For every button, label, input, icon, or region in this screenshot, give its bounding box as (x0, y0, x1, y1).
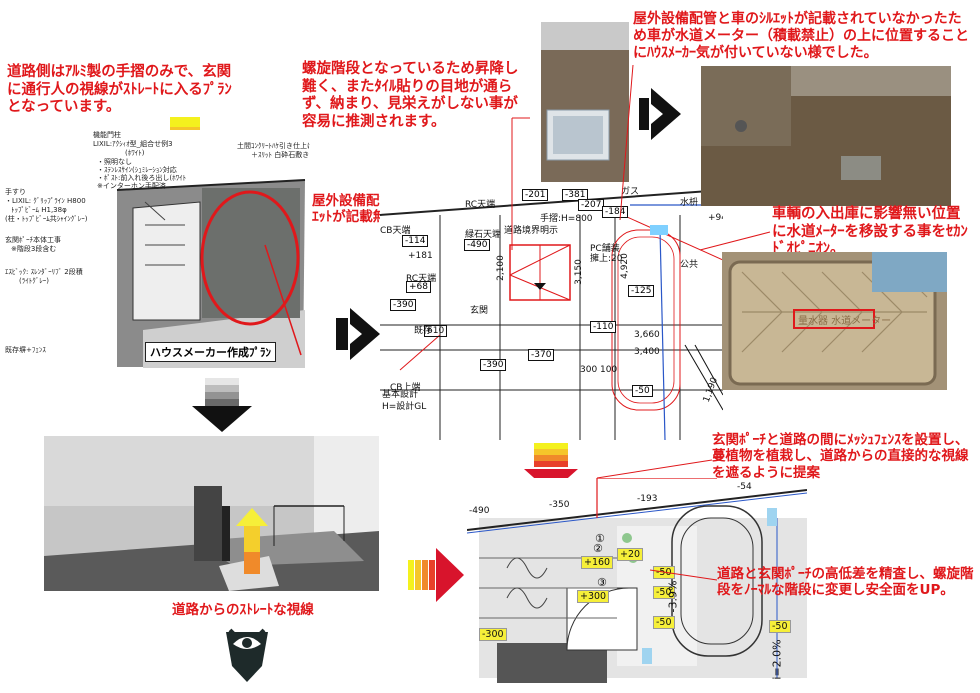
bp-slope-39: -3.9% (666, 580, 680, 613)
plan-label-13: 玄関ﾎﾟｰﾁ本体工事 (5, 236, 61, 244)
mid-tag-370: -370 (528, 349, 555, 361)
perspective-render (44, 436, 379, 591)
mid-dim-3150: 3,150 (573, 259, 584, 285)
bp-dim-160: +160 (581, 556, 614, 569)
bp-dim-50b: -50 (653, 616, 675, 629)
mid-tag-184: -184 (602, 206, 629, 218)
bp-dim-n300: -300 (479, 628, 507, 641)
mid-tag-201: -201 (522, 189, 549, 201)
mid-dim-300: 300 (580, 365, 598, 375)
note-top-right: 屋外設備配管と車のｼﾙｴｯﾄが記載されていなかったため車が水道メーター（積載禁止… (633, 11, 969, 62)
plan-label-11: ﾄｯﾌﾟﾋﾞｰﾑ H1,38φ (11, 206, 67, 214)
bp-dim-20: +20 (617, 548, 644, 561)
note-steps: 道路と玄関ﾎﾟｰﾁの高低差を精査し、螺旋階段をﾉｰﾏﾙな階段に変更し安全面をUP… (717, 566, 974, 599)
mid-label-entrance: 玄関 (470, 306, 489, 316)
bp-dim-193: -193 (637, 494, 658, 504)
mid-label-design: 基本設計 (382, 390, 419, 400)
bp-circle-2: ② (593, 542, 603, 555)
mid-dim-3660: 3,660 (634, 330, 660, 340)
mid-label-road: 道路境界明示 (504, 226, 559, 236)
plan-label-12: (柱・ﾄｯﾌﾟﾋﾞｰﾑ共ｼｬｲﾝｸﾞﾚｰ) (5, 215, 88, 223)
perspective-render-drawing (44, 436, 379, 591)
plan-label-14: ※階段3段含む (11, 245, 57, 253)
mid-label-pc: PC舗装 (590, 244, 620, 254)
mid-label-rail: 手摺:H=800 (540, 214, 593, 224)
gradient-arrow-right (408, 548, 468, 602)
mid-dim-3400: 3,400 (634, 347, 660, 357)
plan-label-15: ｴｽﾋﾞｯｸ: ｽﾚﾝﾀﾞｰﾘﾌﾞ 2段積 (5, 268, 83, 276)
mid-tag-207: -207 (578, 199, 605, 211)
mid-tag-110: -110 (590, 321, 617, 333)
mid-dim-4920: 4,920 (619, 253, 630, 279)
mid-tag-125: -125 (628, 285, 655, 297)
bp-dim-p300: +300 (577, 590, 610, 603)
plan-label-6: ※インターホン手配済 (97, 182, 166, 190)
mid-label-rc2: RC天端 (406, 274, 437, 284)
mid-label-existing: 既存 (414, 326, 433, 336)
plan-caption: ハウスメーカー作成ﾌﾟﾗﾝ (145, 342, 276, 362)
plan-label-17: 既存塀+ﾌｪﾝｽ (5, 346, 46, 354)
mid-label-rc: RC天端 (465, 200, 496, 210)
bp-circle-3: ③ (597, 576, 607, 589)
chevron-right-icon (336, 308, 382, 360)
mid-tag-68: +68 (406, 281, 431, 293)
bp-circle-1: ① (595, 532, 605, 545)
meter-label: 量水器 水道メーター (798, 316, 892, 327)
detail-plan: ガス 水枡 RC天端 緑石天端 手摺:H=800 道路境界明示 CB天端 RC天… (380, 175, 723, 440)
detail-plan-drawing (380, 189, 723, 440)
gray-arrow-down (192, 378, 252, 438)
plan-label-5: ・ﾎﾟｽﾄ:前入れ後ろ出し(ﾎﾜｲﾄ (97, 174, 187, 182)
mid-tag-181: +181 (408, 251, 433, 261)
mid-tag-50: -50 (632, 385, 653, 397)
mid-tag-390b: -390 (480, 359, 507, 371)
mid-label-cbtop: CB上端 (390, 383, 421, 393)
mid-tag-490: -490 (464, 239, 491, 251)
plan-label-1: LIXIL:ｱｸｼｨｵ型_組合せ例3 (93, 140, 173, 148)
mid-label-water: 水枡 (680, 198, 699, 208)
bp-dim-50c: -50 (653, 586, 675, 599)
mid-dim-610: 610 (424, 325, 448, 337)
note-sightline: 道路からのｽﾄﾚｰﾄな視線 (172, 602, 314, 618)
mid-label-gl: H=設計GL (382, 402, 427, 412)
mid-tag-381: -381 (562, 189, 589, 201)
mid-label-cb: CB天端 (380, 226, 411, 236)
note-top-left: 道路側はｱﾙﾐ製の手摺のみで、玄関に通行人の視線がｽﾄﾚｰﾄに入るﾌﾟﾗﾝとなっ… (7, 64, 232, 116)
mid-label-curb: 緑石天端 (465, 230, 502, 240)
mid-dim-2100: 2,100 (495, 255, 506, 281)
plan-label-3: ・照明なし (97, 158, 132, 166)
plan-label-7: 土間ｺﾝｸﾘｰﾄﾊｹ引き仕上げ (237, 142, 310, 150)
note-spiral: 螺旋階段となっているため昇降し難く、またﾀｲﾙ貼りの目地が通らず、納まり、見栄え… (302, 61, 519, 131)
plan-label-16: (ﾗｲﾄｸﾞﾚｰ) (19, 277, 49, 285)
plan-label-8: ＋ｽﾘｯﾄ 白砕石敷き (251, 151, 310, 159)
bp-dim-350: -350 (549, 500, 570, 510)
mid-tag-114: -114 (402, 235, 429, 247)
proposal-plan-drawing (467, 478, 807, 683)
bp-dim-490: -490 (469, 506, 490, 516)
mid-tag-94: +94 (708, 213, 723, 223)
bp-slope-20: i=2.0% (770, 639, 784, 680)
water-meter-photo: 量水器 水道メーター (722, 252, 947, 390)
bp-dim-54: -54 (737, 482, 752, 492)
housemaker-plan: 機能門柱 LIXIL:ｱｸｼｨｵ型_組合せ例3 (ﾎﾜｲﾄ) ・照明なし ・ｽﾃ… (5, 130, 310, 372)
mid-label-plug: 擁上:20 (590, 254, 623, 264)
bp-dim-50d: -50 (769, 620, 791, 633)
plan-label-9: 手すり (5, 188, 26, 196)
plan-label-4: ・ｽﾃﾝﾚｽｻｲﾝ(ｼｭﾐﾚｰｼｮﾝ対応 (97, 166, 177, 174)
proposal-plan: -490 -350 -193 -54 -300 +160 +20 +300 -5… (467, 478, 807, 690)
mid-dim-100: 100 (600, 365, 618, 375)
plan-label-0: 機能門柱 (93, 131, 121, 139)
chevron-right-icon-2 (639, 88, 685, 140)
eye-shield-icon (222, 624, 272, 684)
water-meter-photo-small (541, 22, 629, 182)
note-fence: 玄関ﾎﾟｰﾁと道路の間にﾒｯｼｭﾌｪﾝｽを設置し、蔓植物を植栽し、道路からの直接… (712, 432, 969, 481)
bp-dim-50a: -50 (653, 566, 675, 579)
mid-label-public: 公共 (680, 260, 699, 270)
mid-tag-390a: -390 (390, 299, 417, 311)
plan-label-10: ・LIXIL: ｸﾞﾘｯﾌﾟﾗｲﾝ H800 (5, 197, 86, 205)
mid-label-gas: ガス (621, 187, 640, 197)
site-photo (701, 66, 951, 206)
plan-label-2: (ﾎﾜｲﾄ) (125, 149, 145, 157)
